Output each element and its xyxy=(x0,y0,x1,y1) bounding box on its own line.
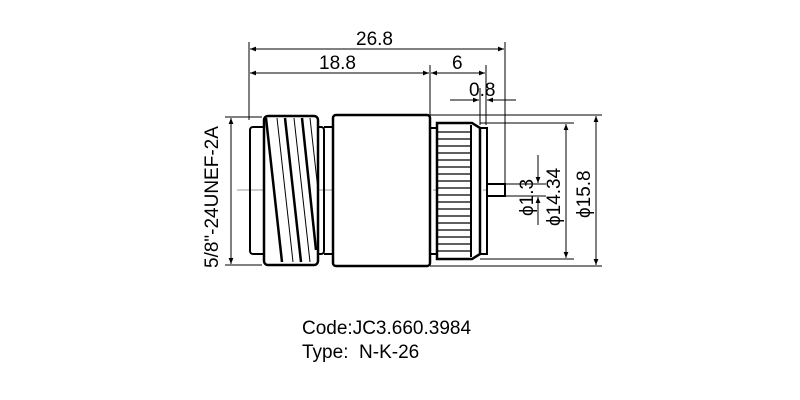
connector-body xyxy=(331,113,432,268)
nut-length-label: 6 xyxy=(452,53,463,74)
thread-spec-label: 5/8"-24UNEF-2A xyxy=(202,126,223,268)
top-dimension-lines xyxy=(250,46,516,103)
right-dimension-lines xyxy=(430,114,602,267)
nut-inner-diameter-label: ϕ14.34 xyxy=(544,167,565,226)
code-label: Code: xyxy=(302,318,353,339)
knurled-nut xyxy=(429,121,488,261)
type-label: Type: xyxy=(302,342,360,363)
threaded-section xyxy=(249,114,325,267)
overall-length-label: 26.8 xyxy=(356,29,393,50)
pin-diameter-label: ϕ1.3 xyxy=(517,179,538,216)
type-value: N-K-26 xyxy=(359,342,420,363)
pin-offset-label: 0.8 xyxy=(469,80,495,101)
center-pin xyxy=(486,183,506,197)
code-line: Code:JC3.660.3984 xyxy=(302,318,471,340)
extension-lines xyxy=(248,42,506,190)
thread-dimension-line xyxy=(225,116,262,266)
nut-outer-diameter-label: ϕ15.8 xyxy=(574,170,595,218)
type-line: Type: N-K-26 xyxy=(302,342,419,364)
code-value: JC3.660.3984 xyxy=(352,318,472,339)
body-length-label: 18.8 xyxy=(319,53,356,74)
